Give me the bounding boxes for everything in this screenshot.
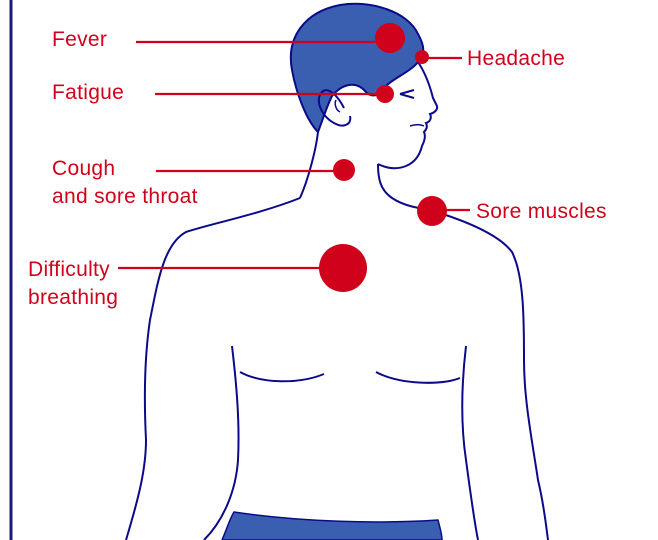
headache-dot — [415, 50, 429, 64]
label-cough: Cough — [52, 155, 115, 182]
eye — [400, 90, 414, 98]
fever-dot — [375, 23, 405, 53]
hair — [291, 4, 423, 132]
label-fever: Fever — [52, 26, 107, 53]
fatigue-dot — [376, 85, 394, 103]
label-difficulty: Difficulty — [28, 256, 110, 283]
label-fatigue: Fatigue — [52, 79, 124, 106]
muscles-dot — [417, 196, 447, 226]
mouth — [410, 125, 424, 127]
label-breathing: breathing — [28, 284, 118, 311]
label-sore-throat: and sore throat — [52, 183, 198, 210]
label-sore-muscles: Sore muscles — [476, 198, 607, 225]
chest-lines — [240, 372, 460, 383]
throat-dot — [333, 159, 355, 181]
lungs-dot — [319, 244, 367, 292]
waistband — [222, 512, 442, 540]
label-headache: Headache — [467, 45, 565, 72]
